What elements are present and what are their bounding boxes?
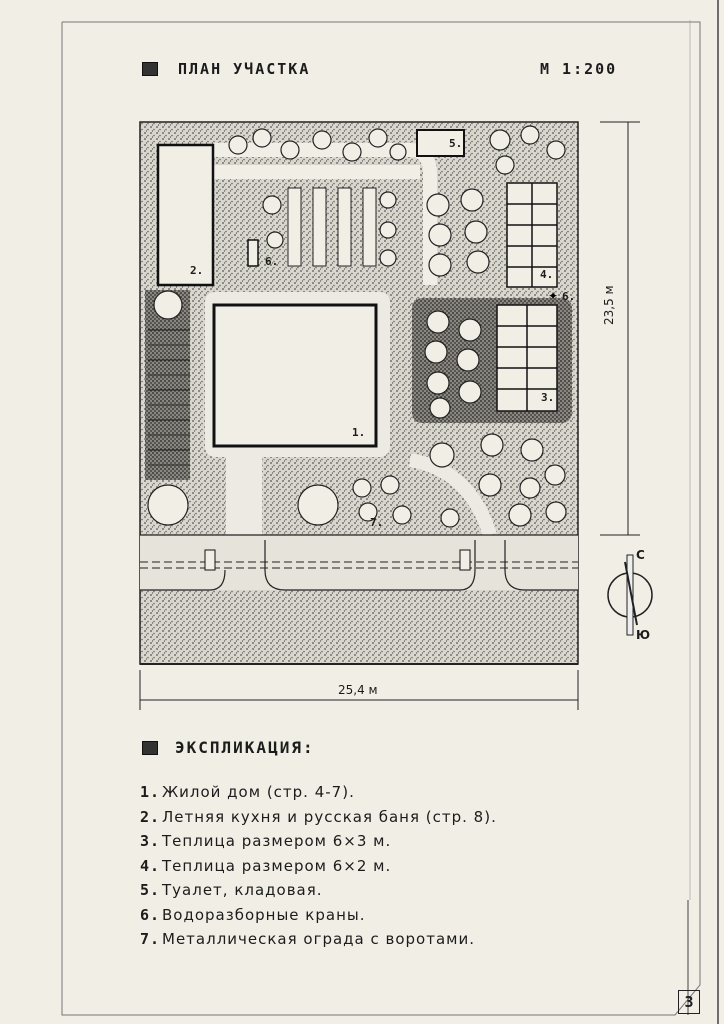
legend-text: Жилой дом (стр. 4-7). [162, 783, 355, 801]
legend-item: 5.Туалет, кладовая. [140, 878, 497, 903]
svg-text:✦: ✦ [548, 289, 558, 303]
legend-item: 2.Летняя кухня и русская баня (стр. 8). [140, 805, 497, 830]
legend-title: Экспликация: [175, 738, 315, 757]
legend-text: Туалет, кладовая. [162, 881, 323, 899]
marker-fence: 7. [370, 516, 384, 529]
marker-greenhouse-4: 4. [540, 268, 554, 281]
legend-text: Металлическая ограда с воротами. [162, 930, 476, 948]
legend-text: Водоразборные краны. [162, 905, 366, 924]
house-building [212, 303, 378, 448]
scale-label: М 1:200 [540, 60, 618, 78]
width-dimension: 25,4 м [338, 683, 378, 697]
marker-house: 1. [352, 426, 366, 439]
legend-num: 2. [140, 807, 161, 826]
greenhouse-4 [506, 182, 558, 288]
compass-north: С [636, 548, 645, 562]
marker-tap: 6. [265, 255, 279, 268]
marker-kitchen: 2. [190, 264, 204, 277]
marker-greenhouse-3: 3. [541, 391, 555, 404]
summer-kitchen-building [156, 143, 215, 287]
legend-text: Теплица размером 6×3 м. [162, 832, 392, 850]
garden-beds [287, 187, 377, 267]
site-plan: ✦ [139, 121, 653, 710]
legend-num: 6. [140, 905, 161, 924]
page-number: 3 [678, 990, 700, 1014]
marker-tap-2: 6. [562, 290, 576, 303]
page-title: План участка [178, 60, 311, 78]
legend-item: 7.Металлическая ограда с воротами. [140, 927, 497, 952]
header-bullet-icon [142, 62, 158, 76]
legend-num: 7. [140, 930, 161, 948]
legend-num: 4. [140, 856, 161, 875]
legend-bullet-icon [142, 741, 158, 755]
legend-item: 6.Водоразборные краны. [140, 903, 497, 928]
legend-item: 3.Теплица размером 6×3 м. [140, 829, 497, 854]
legend-text: Теплица размером 6×2 м. [162, 856, 392, 875]
compass-south: Ю [636, 628, 651, 642]
marker-toilet: 5. [449, 137, 463, 150]
legend-text: Летняя кухня и русская баня (стр. 8). [162, 807, 497, 826]
legend-num: 5. [140, 881, 161, 899]
legend-list: 1.Жилой дом (стр. 4-7). 2.Летняя кухня и… [140, 780, 497, 952]
toilet-building [416, 129, 465, 157]
legend-item: 1.Жилой дом (стр. 4-7). [140, 780, 497, 805]
legend-item: 4.Теплица размером 6×2 м. [140, 854, 497, 879]
trees [147, 125, 567, 528]
height-dimension: 23,5 м [602, 285, 616, 325]
greenhouse-3 [496, 304, 558, 412]
legend-num: 3. [140, 832, 161, 850]
legend-num: 1. [140, 783, 161, 801]
